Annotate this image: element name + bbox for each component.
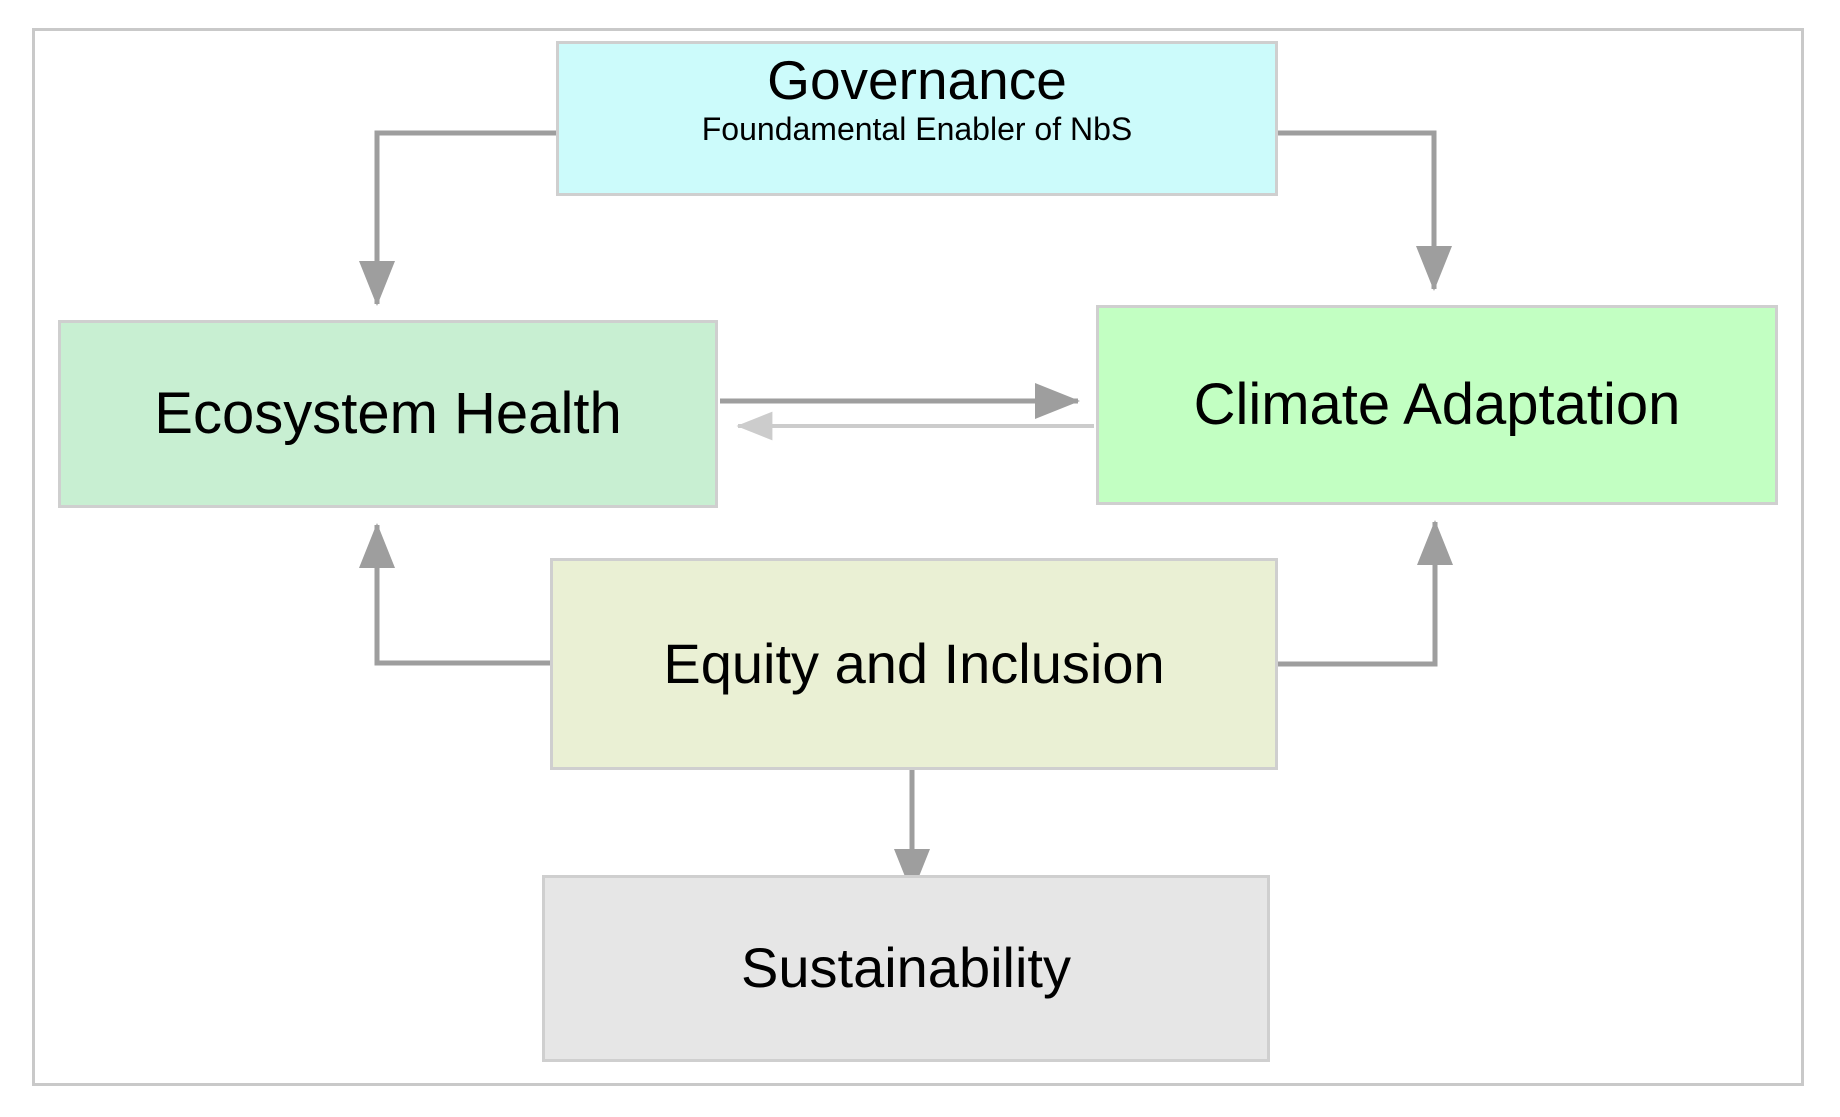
node-ecosystem-health-title: Ecosystem Health: [154, 380, 622, 446]
node-sustainability[interactable]: Sustainability: [542, 875, 1270, 1062]
node-sustainability-title: Sustainability: [741, 936, 1071, 1000]
node-governance[interactable]: Governance Foundamental Enabler of NbS: [556, 41, 1278, 196]
node-governance-subtitle: Foundamental Enabler of NbS: [701, 110, 1133, 147]
node-governance-title: Governance: [767, 49, 1067, 111]
node-equity-and-inclusion-title: Equity and Inclusion: [663, 631, 1165, 695]
node-climate-adaptation[interactable]: Climate Adaptation: [1096, 305, 1778, 505]
node-climate-adaptation-title: Climate Adaptation: [1193, 371, 1681, 437]
node-equity-and-inclusion[interactable]: Equity and Inclusion: [550, 558, 1278, 770]
node-ecosystem-health[interactable]: Ecosystem Health: [58, 320, 718, 508]
